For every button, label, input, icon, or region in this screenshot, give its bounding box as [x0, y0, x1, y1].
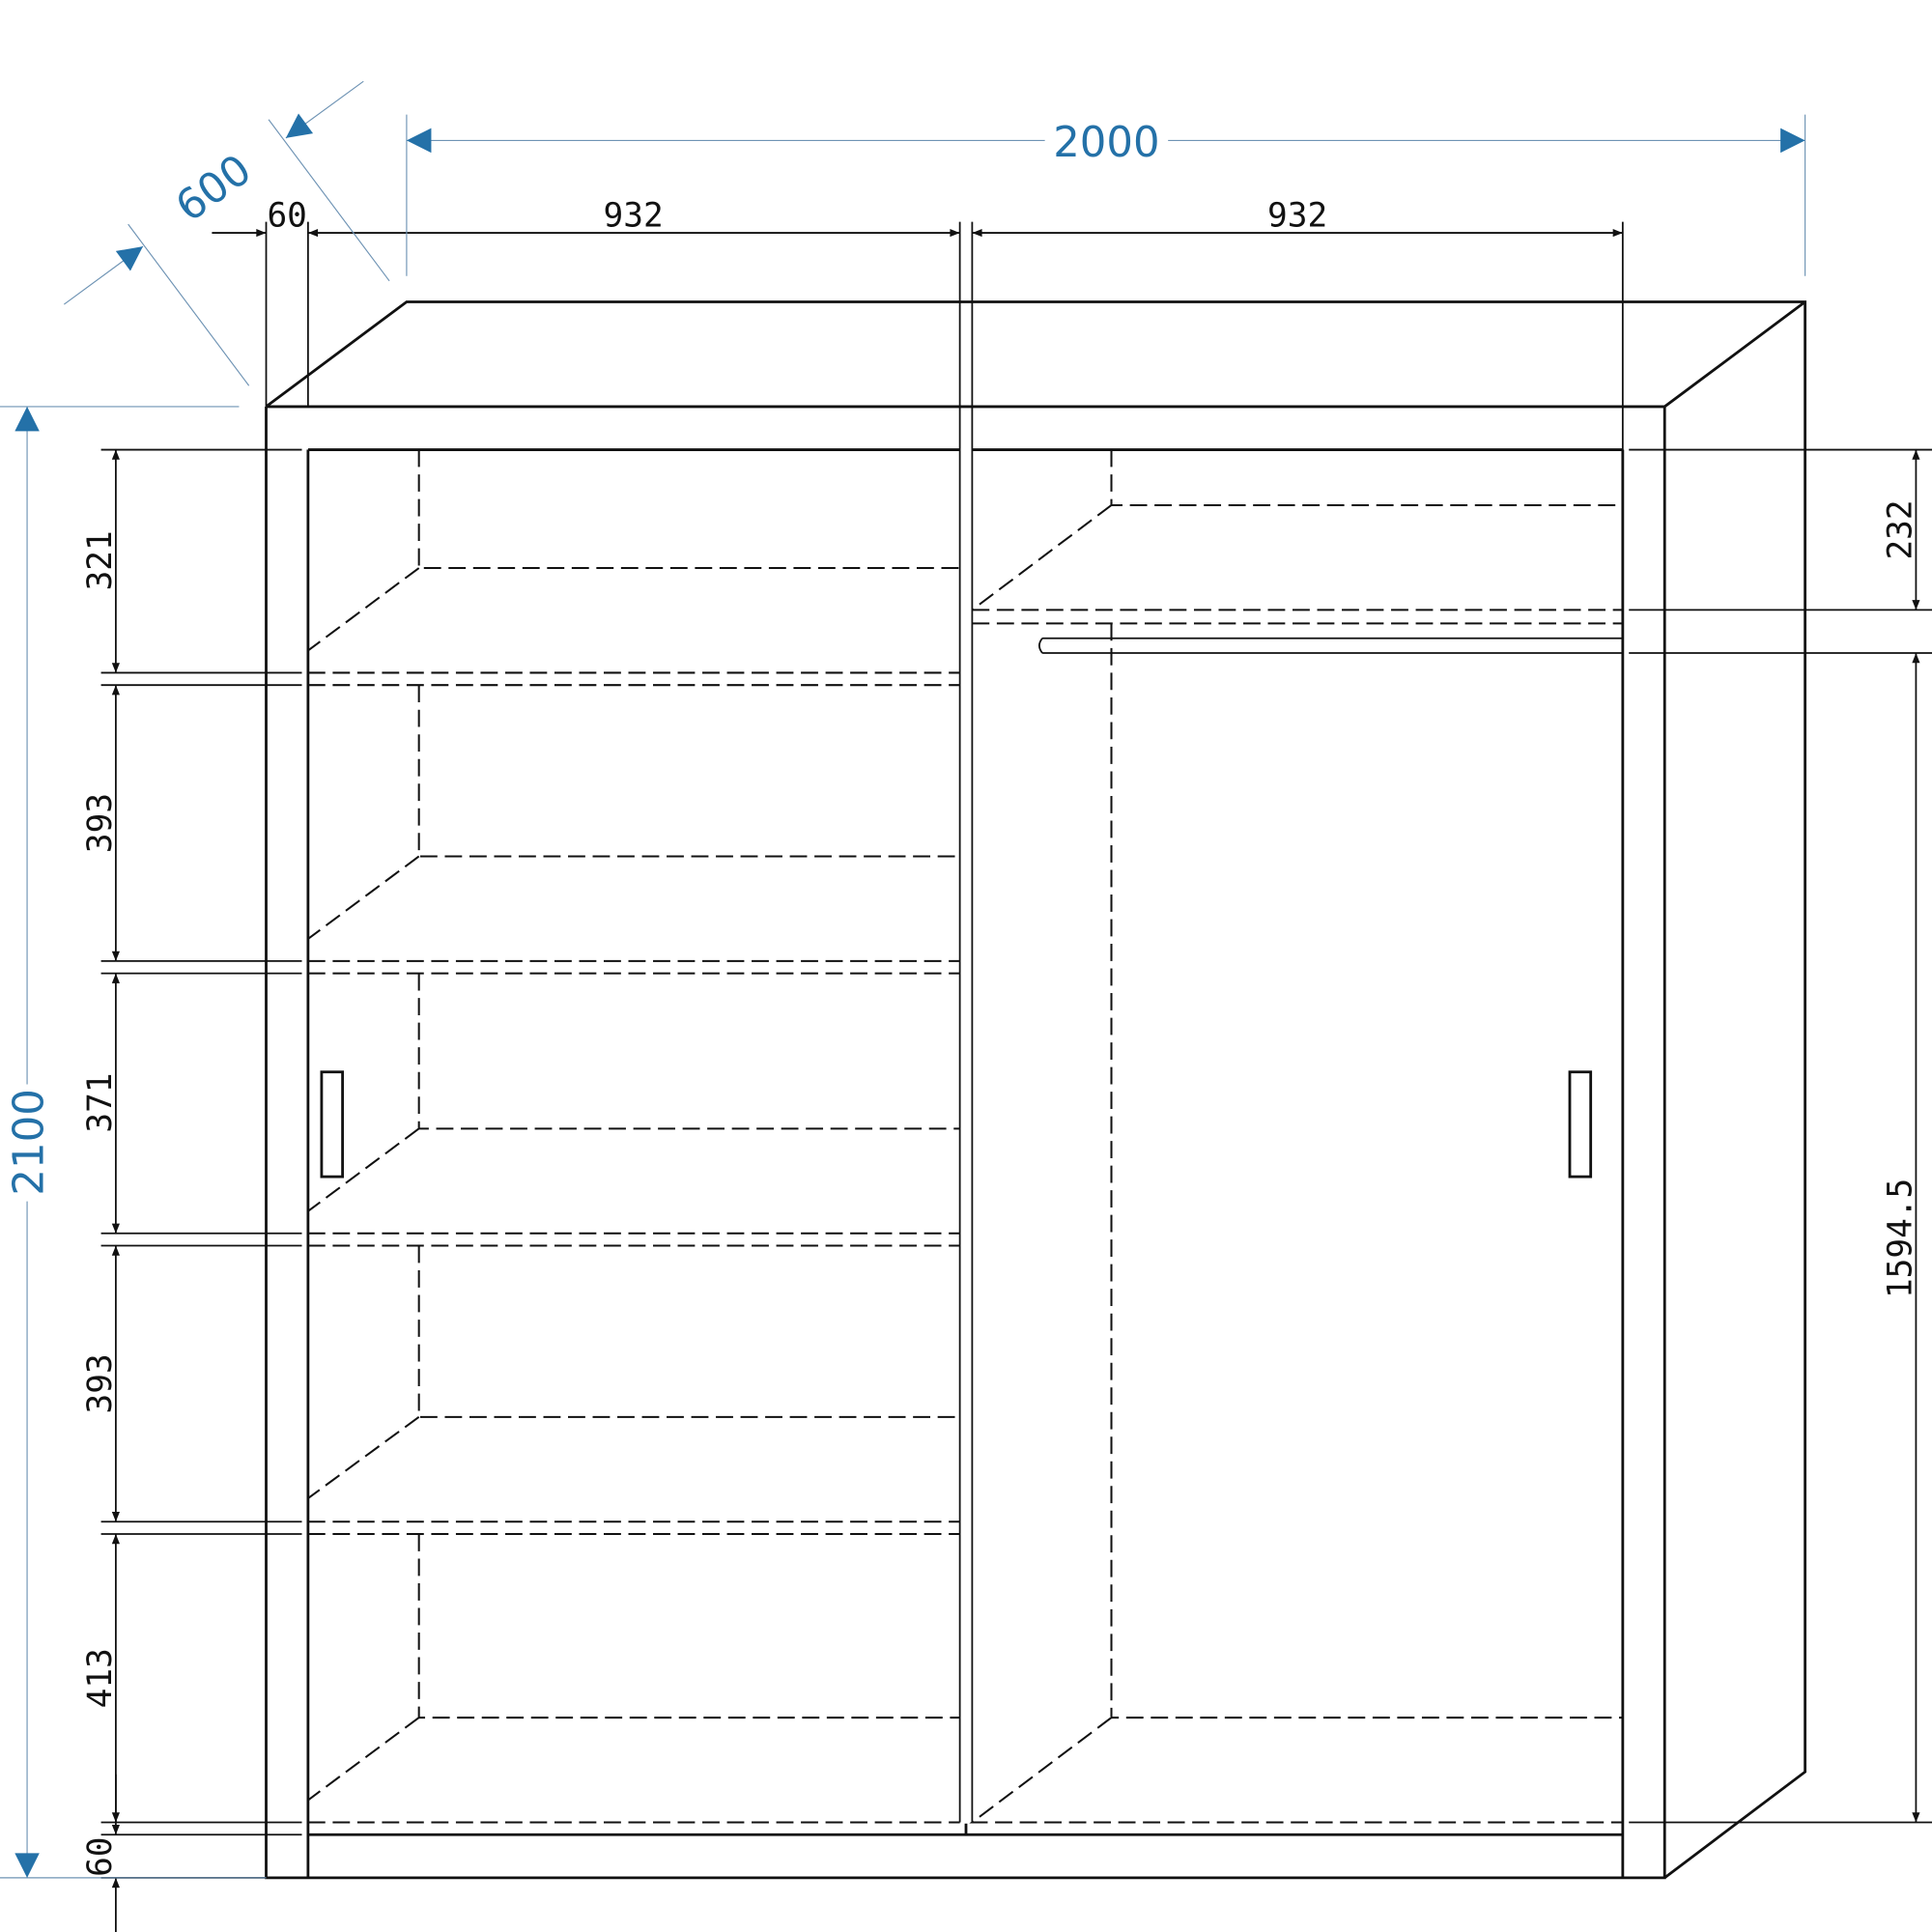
dim-shelf-3: 371: [81, 1072, 120, 1132]
dim-left-door: 932: [604, 197, 664, 236]
dim-shelf-4: 393: [81, 1353, 120, 1413]
dim-top-shelf: 232: [1881, 499, 1919, 559]
dim-rail-height: 1594.5: [1881, 1179, 1919, 1298]
dim-shelf-2: 393: [81, 793, 120, 853]
dim-right-door: 932: [1267, 197, 1327, 236]
dim-base: 60: [81, 1836, 120, 1876]
dim-side-panel: 60: [267, 197, 306, 236]
left-shelves: [100, 448, 960, 1879]
dim-overall-width: 2000: [1053, 119, 1159, 167]
dim-shelf-5: 413: [81, 1648, 120, 1708]
dim-overall-height: 2100: [6, 1089, 54, 1195]
wardrobe-body: [265, 221, 1807, 1880]
right-door-handle: [1568, 1070, 1593, 1179]
hanging-rail: [1038, 637, 1623, 654]
top-dimensions: 60 932 932: [212, 197, 1623, 238]
right-dimensions: 232 1594.5: [1881, 449, 1920, 1823]
right-compartment: [969, 448, 1932, 1824]
left-dimensions: 321 393 371 393 413 60: [81, 449, 120, 1932]
left-door-handle: [320, 1070, 344, 1179]
overall-dimensions: 2000 2100 600: [0, 80, 1806, 1879]
dim-shelf-1: 321: [81, 530, 120, 590]
dim-overall-depth: 600: [167, 146, 260, 232]
